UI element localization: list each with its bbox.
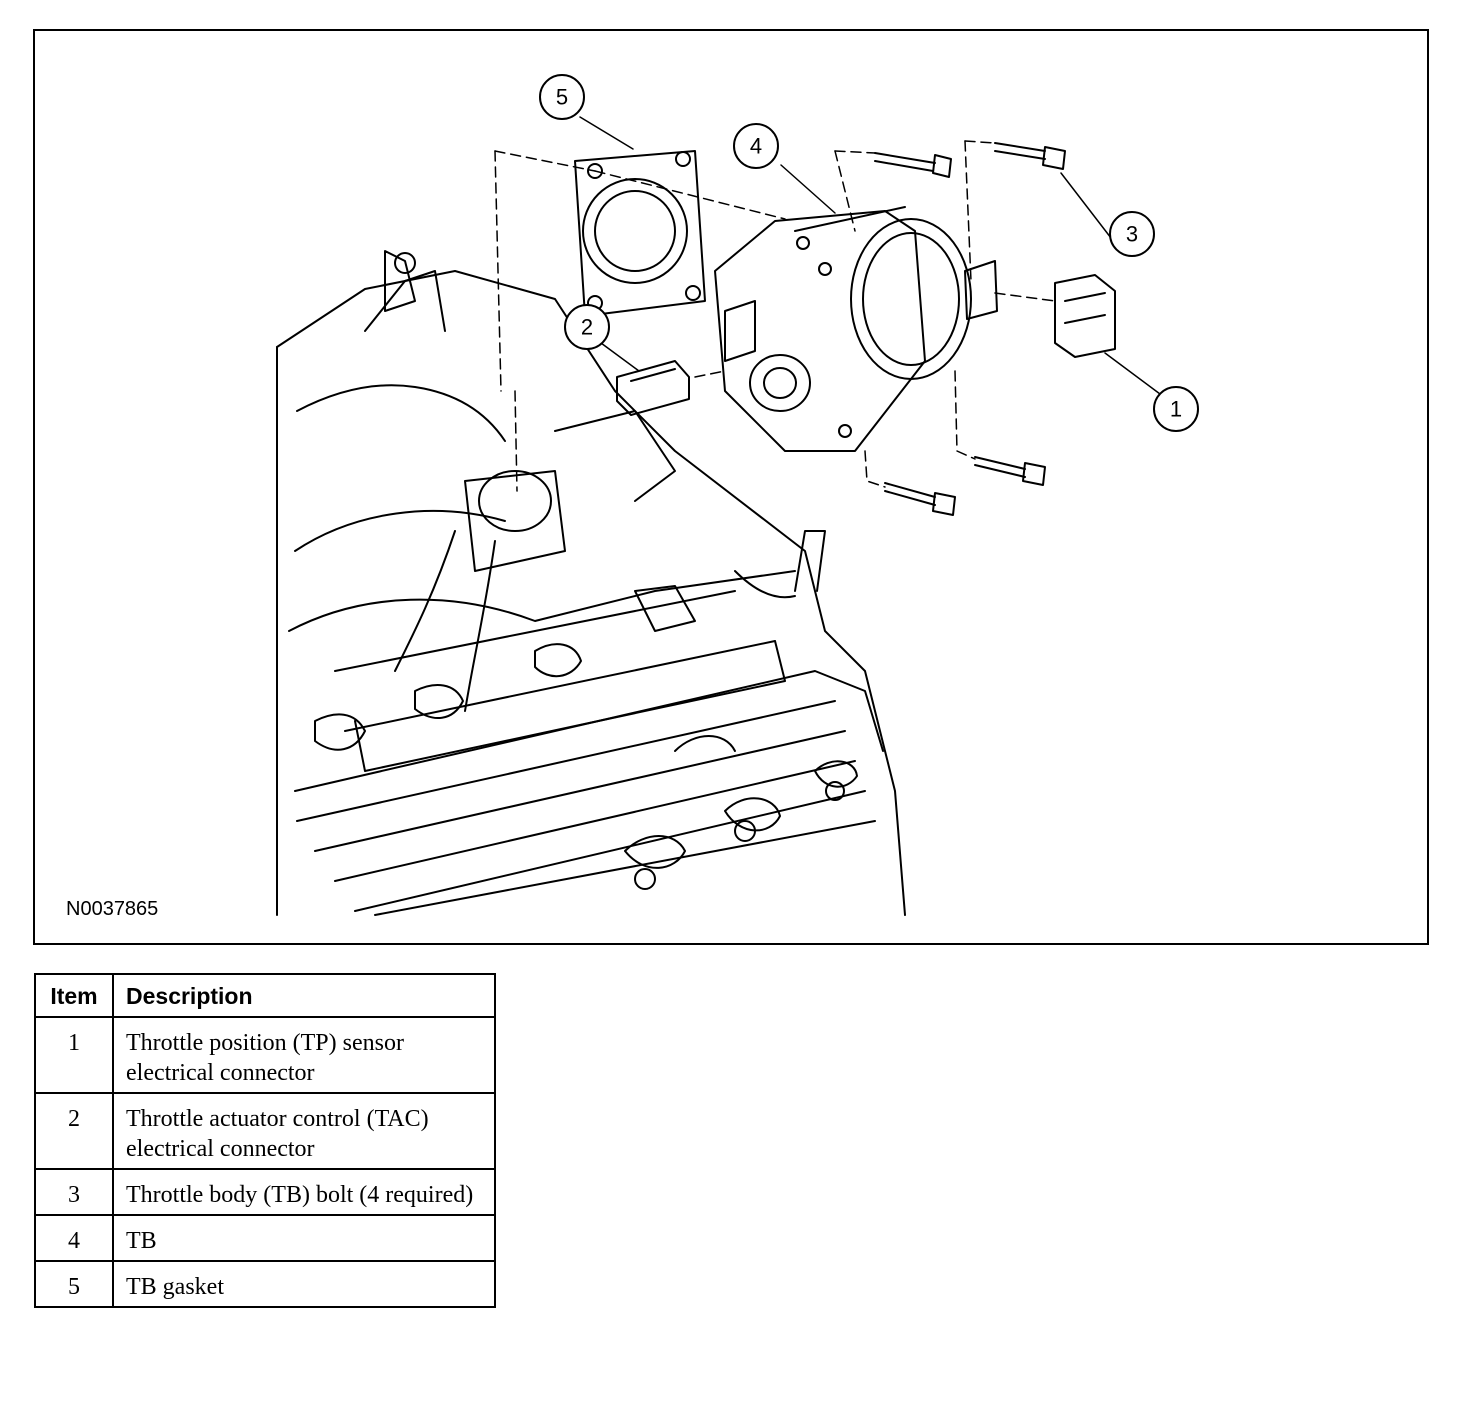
svg-text:3: 3	[1126, 222, 1138, 247]
svg-text:1: 1	[1170, 397, 1182, 422]
table-row: 5 TB gasket	[34, 1260, 496, 1308]
table-row: 3 Throttle body (TB) bolt (4 required)	[34, 1168, 496, 1216]
item-number: 4	[34, 1214, 114, 1262]
item-description: TB	[112, 1214, 496, 1262]
item-column-header: Item	[34, 973, 114, 1018]
tp-connector-drawing	[1054, 274, 1116, 358]
callout-1: 1	[1153, 386, 1199, 432]
callout-3: 3	[1109, 211, 1155, 257]
item-description: TB gasket	[112, 1260, 496, 1308]
leader-lines	[579, 116, 1161, 395]
figure-id-label: N0037865	[66, 898, 159, 920]
engine-line-drawing: 5 4 3 2 1	[276, 74, 1199, 916]
item-description: Throttle position (TP) sensor electrical…	[112, 1016, 496, 1094]
throttle-body-drawing	[714, 206, 998, 452]
alignment-lines	[494, 140, 1056, 492]
table-row: 2 Throttle actuator control (TAC) electr…	[34, 1092, 496, 1170]
tb-bolts-drawing	[874, 142, 1066, 516]
callout-5: 5	[539, 74, 585, 120]
svg-text:2: 2	[581, 315, 593, 340]
item-number: 2	[34, 1092, 114, 1170]
svg-text:4: 4	[750, 134, 762, 159]
tac-connector-drawing	[616, 360, 690, 416]
table-row: 4 TB	[34, 1214, 496, 1262]
description-column-header: Description	[112, 973, 496, 1018]
item-number: 1	[34, 1016, 114, 1094]
callout-4: 4	[733, 123, 779, 169]
tb-gasket-drawing	[574, 150, 706, 317]
svg-text:5: 5	[556, 85, 568, 110]
exploded-view-figure: 5 4 3 2 1 N0037865	[33, 29, 1429, 945]
legend-table: Item Description 1 Throttle position (TP…	[34, 973, 496, 1308]
callout-2: 2	[564, 304, 610, 350]
item-description: Throttle actuator control (TAC) electric…	[112, 1092, 496, 1170]
item-number: 5	[34, 1260, 114, 1308]
intake-manifold-drawing	[276, 250, 906, 916]
item-number: 3	[34, 1168, 114, 1216]
item-description: Throttle body (TB) bolt (4 required)	[112, 1168, 496, 1216]
table-row: 1 Throttle position (TP) sensor electric…	[34, 1016, 496, 1094]
legend-header-row: Item Description	[34, 973, 496, 1018]
